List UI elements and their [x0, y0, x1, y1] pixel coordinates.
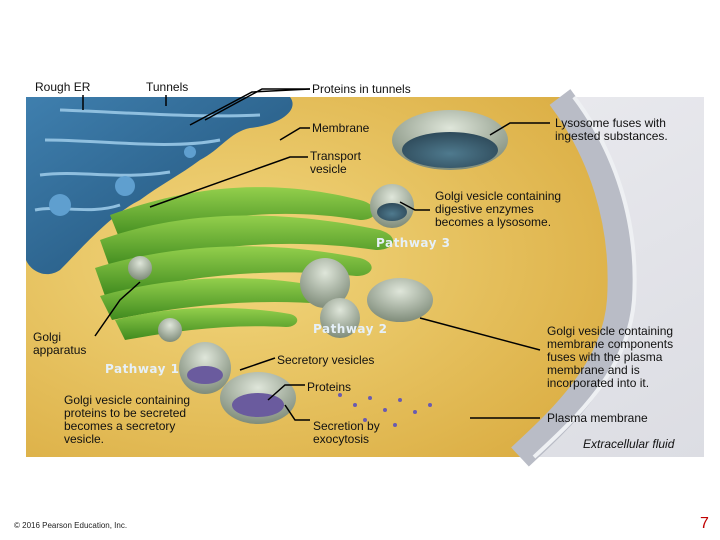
label-golgi-vesicle-digestive: Golgi vesicle containing digestive enzym… — [435, 189, 562, 229]
label-pathway-2: Pathway 2 — [313, 322, 388, 336]
leader-lines — [82, 88, 550, 421]
vesicle-pathway2-b — [320, 298, 360, 338]
label-proteins: Proteins — [307, 380, 352, 394]
plasma-membrane-edge — [511, 89, 634, 467]
transport-vesicle-golgi — [370, 184, 414, 228]
label-pathway-1: Pathway 1 — [105, 362, 180, 376]
vesicle-pathway1-b — [220, 372, 296, 424]
label-transport-vesicle: Transport vesicle — [310, 149, 361, 176]
label-lysosome-fuses: Lysosome fuses with ingested substances. — [555, 116, 668, 143]
label-secretory-vesicles: Secretory vesicles — [277, 353, 375, 367]
label-golgi-vesicle-secreted: Golgi vesicle containing proteins to be … — [64, 393, 191, 446]
label-extracellular-fluid: Extracellular fluid — [583, 437, 675, 451]
label-secretion-by-exocytosis: Secretion by exocytosis — [313, 419, 380, 446]
label-proteins-in-tunnels: Proteins in tunnels — [312, 82, 411, 96]
label-tunnels: Tunnels — [146, 80, 189, 94]
label-rough-er: Rough ER — [35, 80, 91, 94]
label-golgi-apparatus: Golgi apparatus — [33, 330, 87, 357]
label-plasma-membrane: Plasma membrane — [547, 411, 648, 425]
copyright-notice: © 2016 Pearson Education, Inc. — [14, 521, 128, 530]
label-membrane: Membrane — [312, 121, 370, 135]
label-golgi-vesicle-membrane: Golgi vesicle containing membrane compon… — [547, 324, 674, 390]
vesicle-pathway1-a — [179, 342, 231, 394]
vesicle-pathway2-a — [300, 258, 350, 308]
lysosome-ingested — [392, 110, 508, 170]
label-pathway-3: Pathway 3 — [376, 236, 451, 250]
page-number: 7 — [700, 515, 709, 532]
vesicle-pathway2-c — [367, 278, 433, 322]
